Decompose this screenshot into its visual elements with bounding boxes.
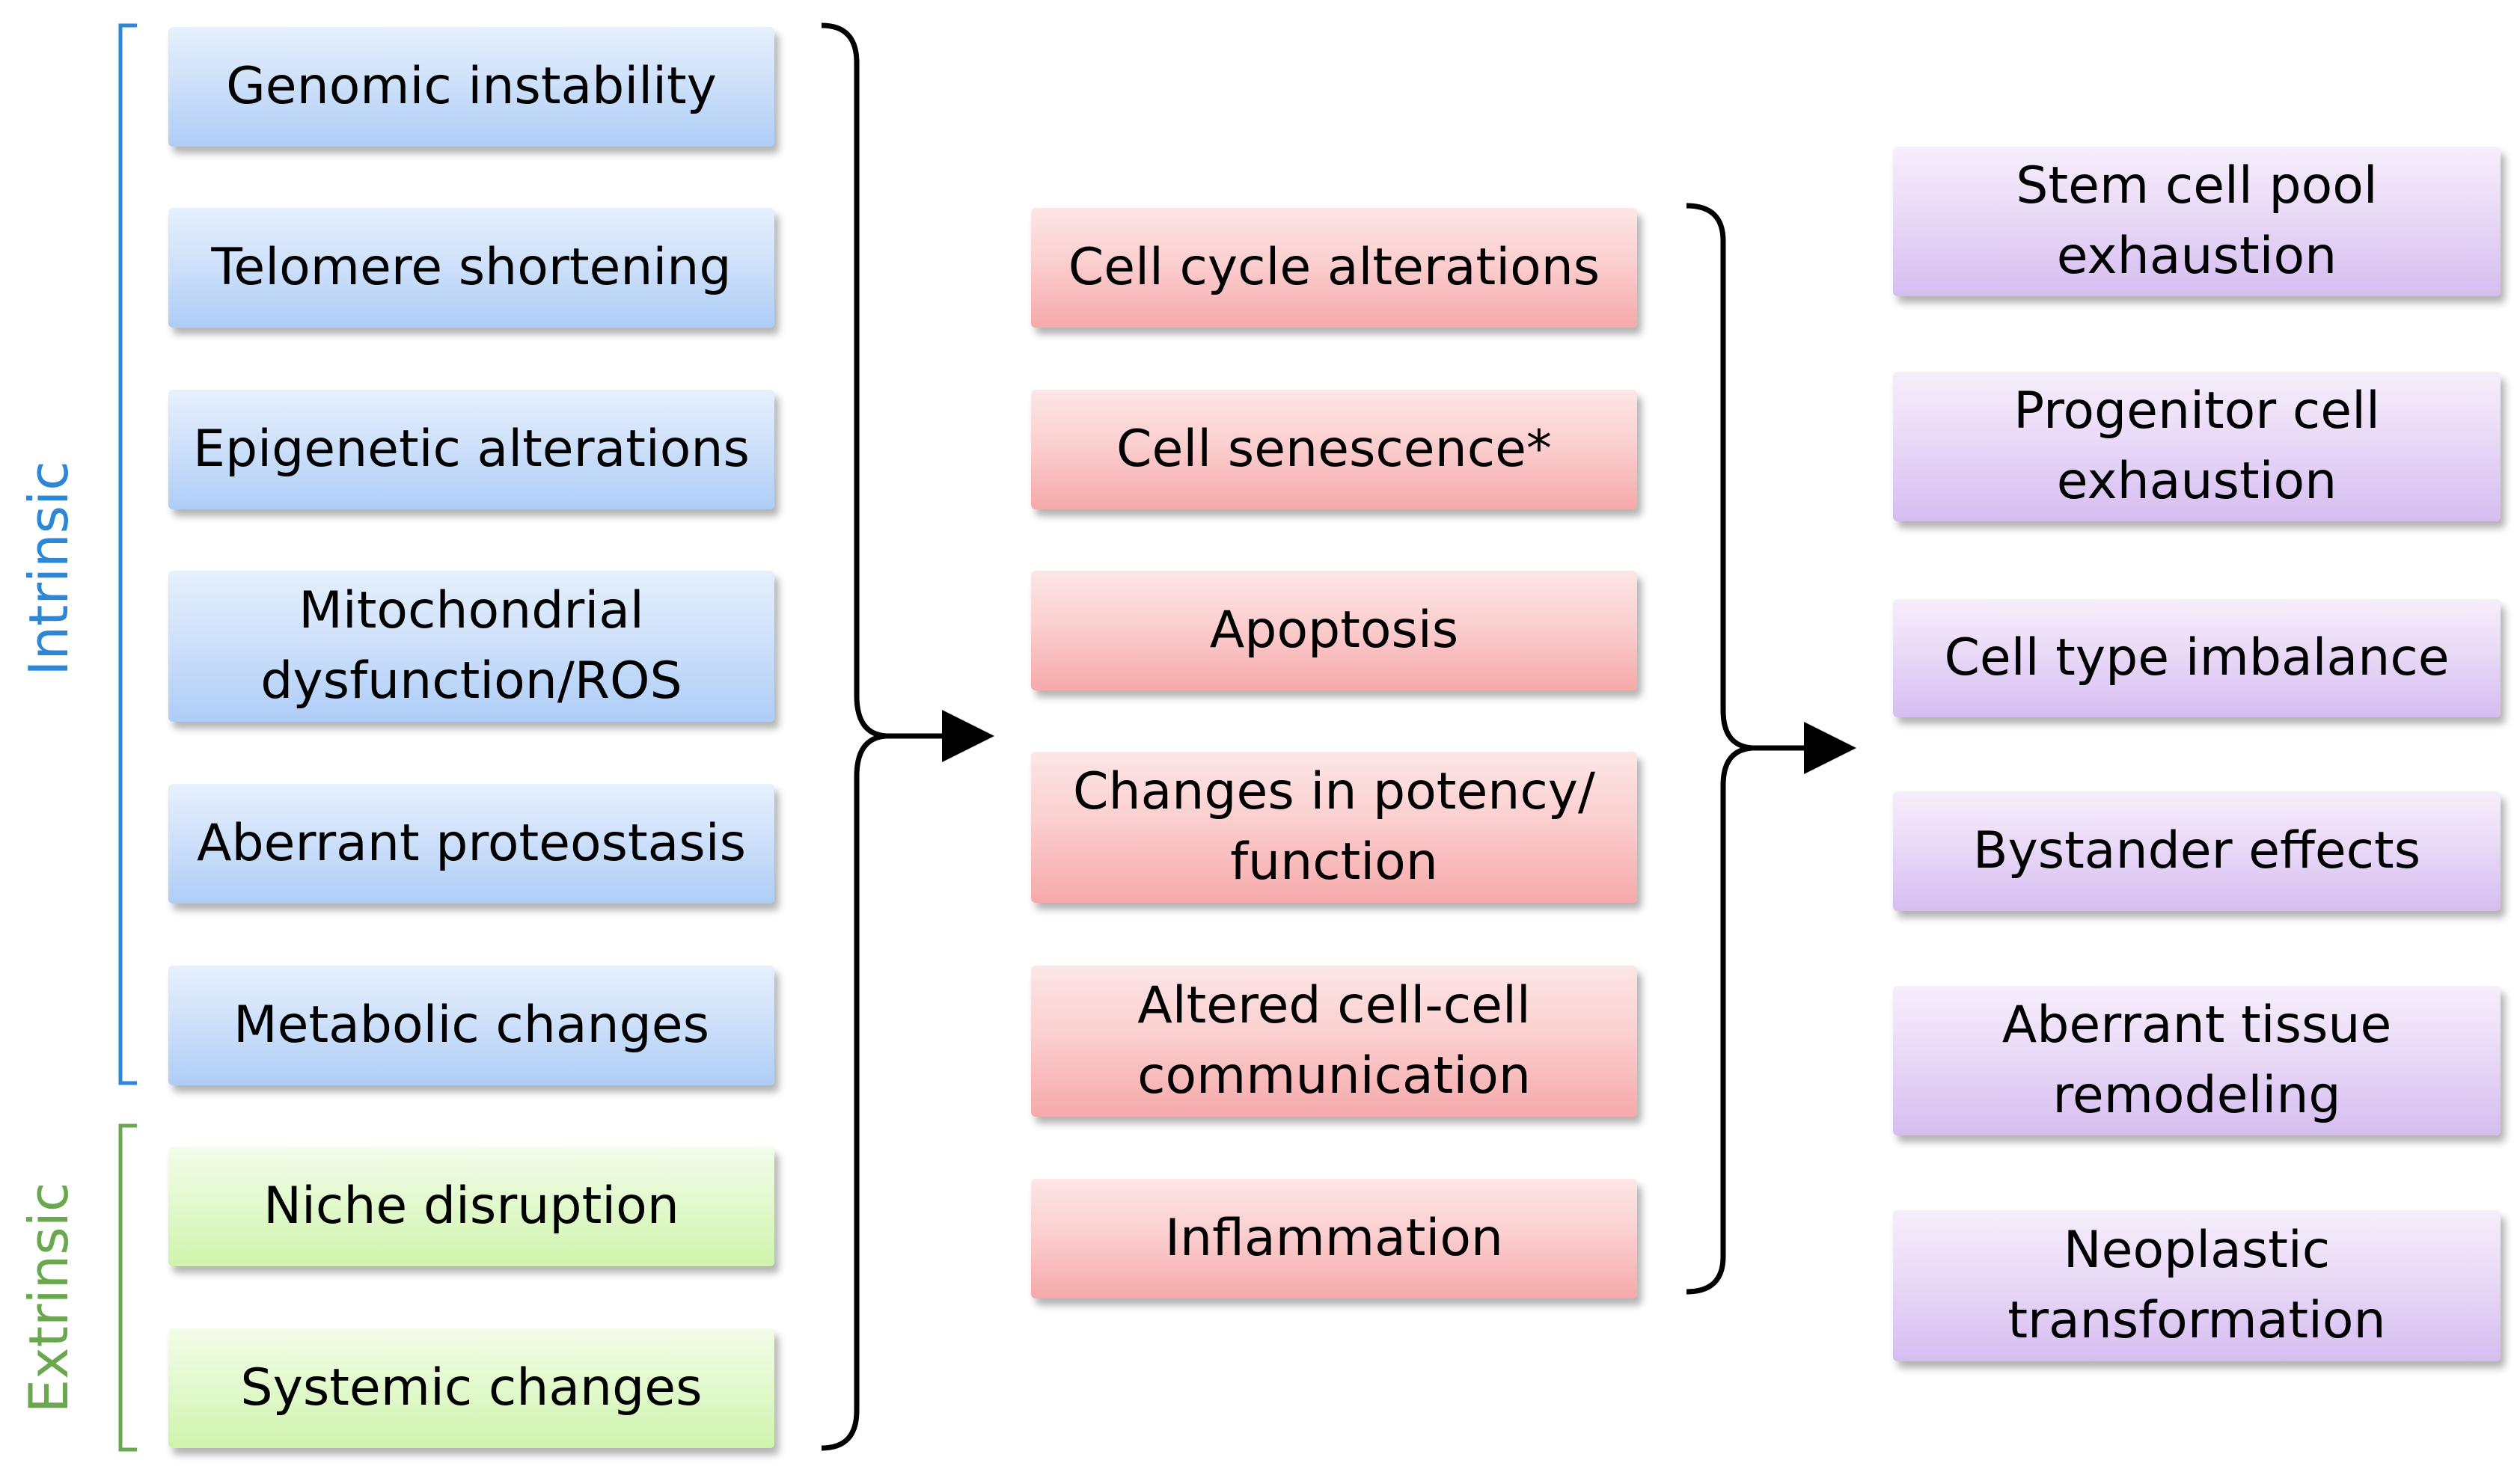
effects-curly-brace	[1686, 203, 1754, 1295]
cause-epigenetic-alterations: Epigenetic alterations	[168, 390, 774, 509]
effect-apoptosis: Apoptosis	[1031, 571, 1637, 690]
cause-systemic-changes: Systemic changes	[168, 1328, 774, 1448]
causes-curly-brace	[821, 22, 887, 1451]
cause-genomic-instability: Genomic instability	[168, 27, 774, 147]
cause-metabolic-changes: Metabolic changes	[168, 966, 774, 1085]
effect-cell-cycle-alterations: Cell cycle alterations	[1031, 208, 1637, 328]
effect-altered-cell-communication: Altered cell-cell communication	[1031, 966, 1637, 1117]
effect-cell-senescence: Cell senescence*	[1031, 390, 1637, 509]
outcome-cell-type-imbalance: Cell type imbalance	[1893, 599, 2501, 717]
outcome-aberrant-tissue-remodeling: Aberrant tissue remodeling	[1893, 986, 2501, 1135]
outcome-progenitor-cell-exhaustion: Progenitor cell exhaustion	[1893, 372, 2501, 521]
cause-niche-disruption: Niche disruption	[168, 1147, 774, 1266]
extrinsic-group-bracket	[118, 1123, 137, 1452]
outcome-neoplastic-transformation: Neoplastic transformation	[1893, 1210, 2501, 1361]
cause-mitochondrial-dysfunction: Mitochondrial dysfunction/ROS	[168, 571, 774, 722]
effect-changes-in-potency: Changes in potency/ function	[1031, 752, 1637, 903]
intrinsic-group-bracket	[118, 23, 137, 1085]
outcome-stem-cell-pool-exhaustion: Stem cell pool exhaustion	[1893, 147, 2501, 296]
cause-aberrant-proteostasis: Aberrant proteostasis	[168, 784, 774, 904]
cause-telomere-shortening: Telomere shortening	[168, 208, 774, 328]
outcome-bystander-effects: Bystander effects	[1893, 791, 2501, 911]
effect-inflammation: Inflammation	[1031, 1179, 1637, 1298]
